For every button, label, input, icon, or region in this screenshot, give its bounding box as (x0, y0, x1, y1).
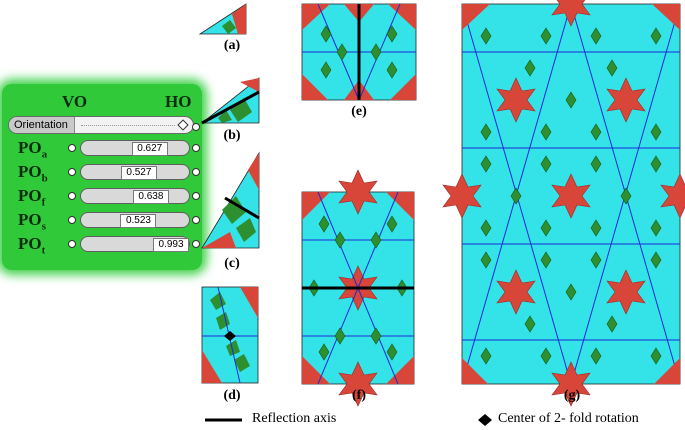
caption-c: (c) (212, 256, 252, 272)
tile-e (302, 4, 416, 100)
caption-a: (a) (212, 38, 252, 54)
tile-b (202, 78, 259, 123)
tile-c (202, 153, 259, 248)
tile-a (200, 4, 246, 34)
caption-e: (e) (339, 104, 379, 120)
caption-d: (d) (212, 388, 252, 404)
caption-g: (g) (552, 388, 592, 404)
tile-g (443, 0, 685, 406)
legend-rotation-label: Center of 2- fold rotation (498, 411, 639, 427)
tile-d (202, 287, 258, 383)
caption-b: (b) (212, 128, 252, 144)
tile-f (302, 170, 414, 406)
legend-reflection-label: Reflection axis (252, 411, 336, 427)
rotation-center-legend-icon (478, 414, 492, 426)
caption-f: (f) (339, 388, 379, 404)
